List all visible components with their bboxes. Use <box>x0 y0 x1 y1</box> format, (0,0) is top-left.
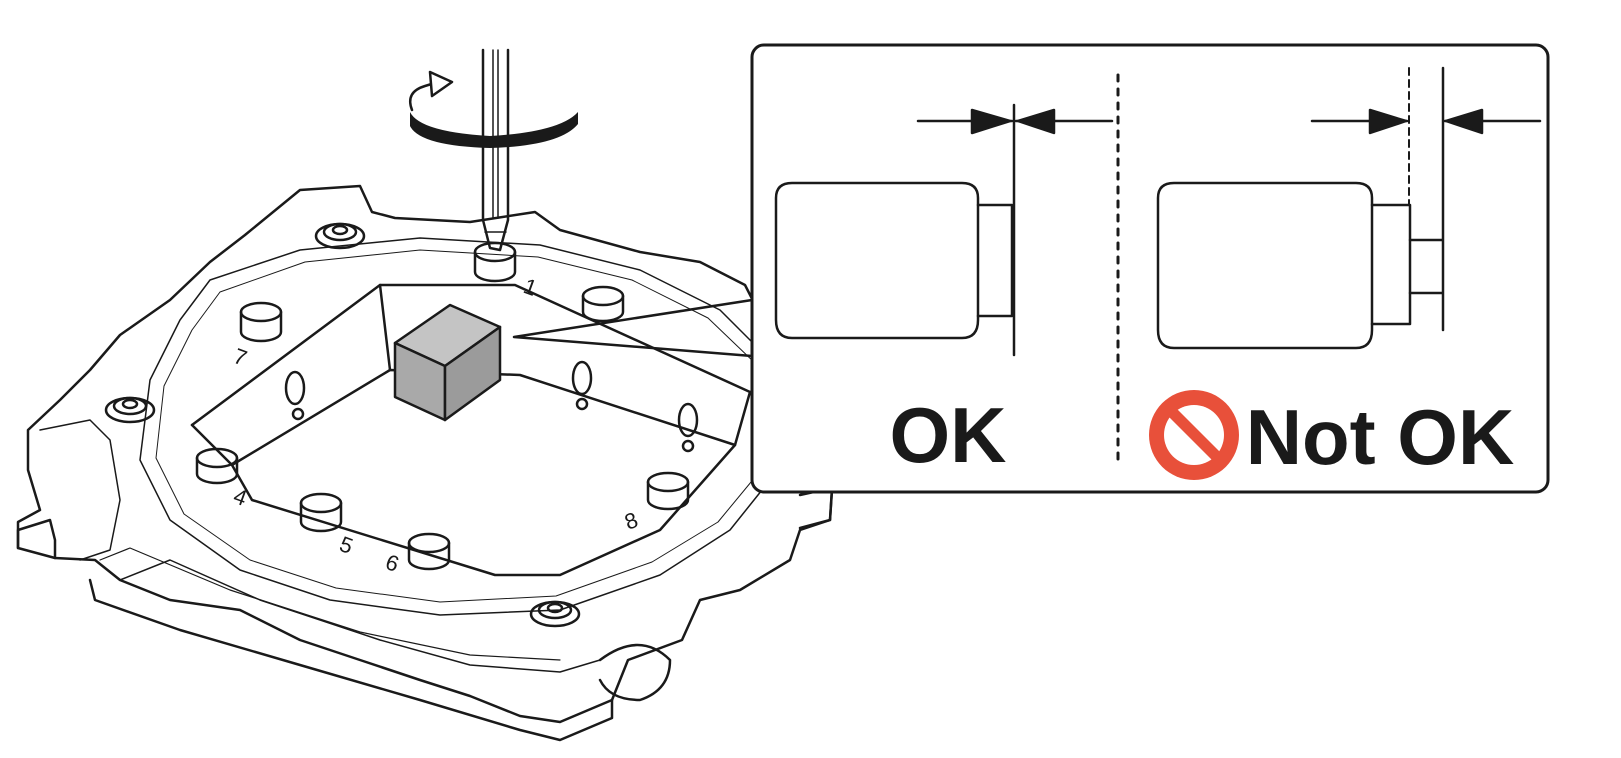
socket-frame-floor <box>230 368 737 577</box>
bracket-outer-outline <box>16 184 834 724</box>
callout-connector <box>512 298 754 358</box>
not-ok-illustration <box>1156 66 1542 350</box>
post-number-1: 1 <box>520 273 540 301</box>
bracket-right-cutout <box>598 643 672 702</box>
mounting-bracket <box>16 184 834 742</box>
bracket-bottom-edge <box>88 578 614 742</box>
socket-hole-right <box>677 402 699 438</box>
socket-hole-mid <box>571 360 593 396</box>
standoff-post-1 <box>473 241 517 283</box>
standoff-post-8 <box>646 471 690 511</box>
post-number-4: 4 <box>230 483 250 511</box>
socket-frame-right-wall <box>733 390 752 447</box>
not-ok-standoff-pin <box>1408 238 1444 295</box>
bracket-left-tab <box>16 518 57 560</box>
screwdriver-icon <box>481 48 510 252</box>
socket-frame-left-wall <box>190 283 392 467</box>
not-ok-label: Not OK <box>1246 393 1515 481</box>
ok-illustration <box>774 103 1114 357</box>
rotation-arrow-icon <box>408 70 578 148</box>
bracket-left-edge <box>39 419 121 561</box>
standoff-post-2 <box>581 285 625 323</box>
screwdriver-shaft <box>481 48 510 252</box>
corner-post-bottom-right <box>529 600 581 628</box>
ok-label: OK <box>890 391 1007 479</box>
rotation-arrow-head <box>428 70 454 98</box>
bracket-lower-step <box>119 559 601 673</box>
socket-frame-back-wall <box>190 283 752 427</box>
rotation-arrow-curve <box>408 80 440 112</box>
ok-standoff-body <box>774 181 980 340</box>
ok-arrowhead-left <box>970 108 1012 135</box>
bracket-lower-step-2 <box>99 547 561 661</box>
ok-arrowhead-right <box>1016 108 1056 135</box>
standoff-post-4 <box>195 447 239 485</box>
standoff-post-7 <box>239 301 283 343</box>
post-number-6: 6 <box>382 549 402 577</box>
ok-standoff-tip <box>976 203 1014 318</box>
post-number-7: 7 <box>230 343 250 371</box>
not-ok-standoff-tip <box>1370 203 1412 326</box>
socket-frame <box>190 283 752 577</box>
gray-block-side <box>443 325 502 422</box>
bracket-right-tab <box>798 486 834 530</box>
post-number-8: 8 <box>621 507 641 535</box>
bracket-inner-rim-2 <box>155 249 767 603</box>
socket-hole-left <box>284 370 306 406</box>
not-ok-arrowhead-left <box>1368 108 1408 135</box>
not-ok-standoff-body <box>1156 181 1374 350</box>
gray-block <box>393 303 502 422</box>
callout-panel <box>750 43 1550 494</box>
post-number-5: 5 <box>336 531 356 559</box>
corner-post-left <box>104 396 156 424</box>
rotation-band <box>410 112 578 148</box>
bracket-inner-rim <box>139 237 781 616</box>
standoff-post-6 <box>407 532 451 571</box>
standoff-post-5 <box>299 492 343 533</box>
prohibited-icon <box>1149 390 1239 480</box>
corner-post-top-left <box>314 222 366 250</box>
not-ok-arrowhead-right <box>1444 108 1484 135</box>
